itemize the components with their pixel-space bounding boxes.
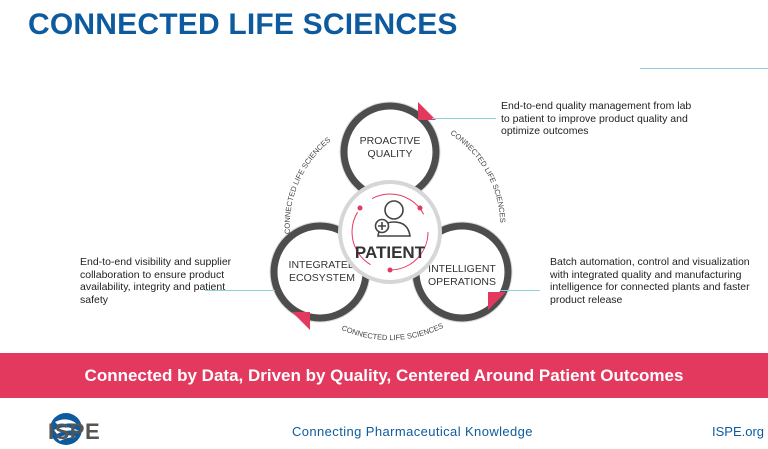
arc-label-right: CONNECTED LIFE SCIENCES — [449, 128, 507, 223]
connected-life-sciences-diagram: PROACTIVE QUALITY INTEGRATED ECOSYSTEM I… — [269, 101, 513, 342]
leader-line-right — [500, 290, 540, 291]
logo-wordmark: ISPE — [48, 419, 101, 444]
arc-label-bottom: CONNECTED LIFE SCIENCES — [340, 321, 444, 342]
title-rule — [640, 68, 768, 69]
callout-integrated-ecosystem: End-to-end visibility and supplier colla… — [80, 256, 232, 306]
patient-icon — [374, 200, 411, 237]
footer-tagline: Connecting Pharmaceutical Knowledge — [292, 424, 533, 439]
leader-line-left — [205, 290, 275, 291]
node-label-line1: PROACTIVE — [360, 135, 421, 147]
center-patient: PATIENT — [338, 180, 442, 284]
callout-intelligent-operations: Batch automation, control and visualizat… — [550, 256, 750, 306]
banner-text: Connected by Data, Driven by Quality, Ce… — [84, 366, 684, 385]
node-label-line2: ECOSYSTEM — [289, 272, 355, 284]
ispe-logo-icon — [50, 413, 82, 445]
node-label-line2: QUALITY — [368, 148, 413, 160]
callout-proactive-quality: End-to-end quality management from lab t… — [501, 100, 692, 137]
page-title: CONNECTED LIFE SCIENCES — [28, 8, 458, 41]
node-label-line1: INTEGRATED — [289, 259, 356, 271]
arc-label-left: CONNECTED LIFE SCIENCES — [283, 135, 333, 234]
node-label-line2: OPERATIONS — [428, 276, 496, 288]
node-label-line1: INTELLIGENT — [428, 263, 496, 275]
center-label: PATIENT — [355, 243, 426, 262]
banner: Connected by Data, Driven by Quality, Ce… — [0, 353, 768, 398]
node-intelligent-operations: INTELLIGENT OPERATIONS — [411, 221, 513, 323]
leader-line-top — [432, 118, 496, 119]
footer-url[interactable]: ISPE.org — [712, 424, 765, 439]
